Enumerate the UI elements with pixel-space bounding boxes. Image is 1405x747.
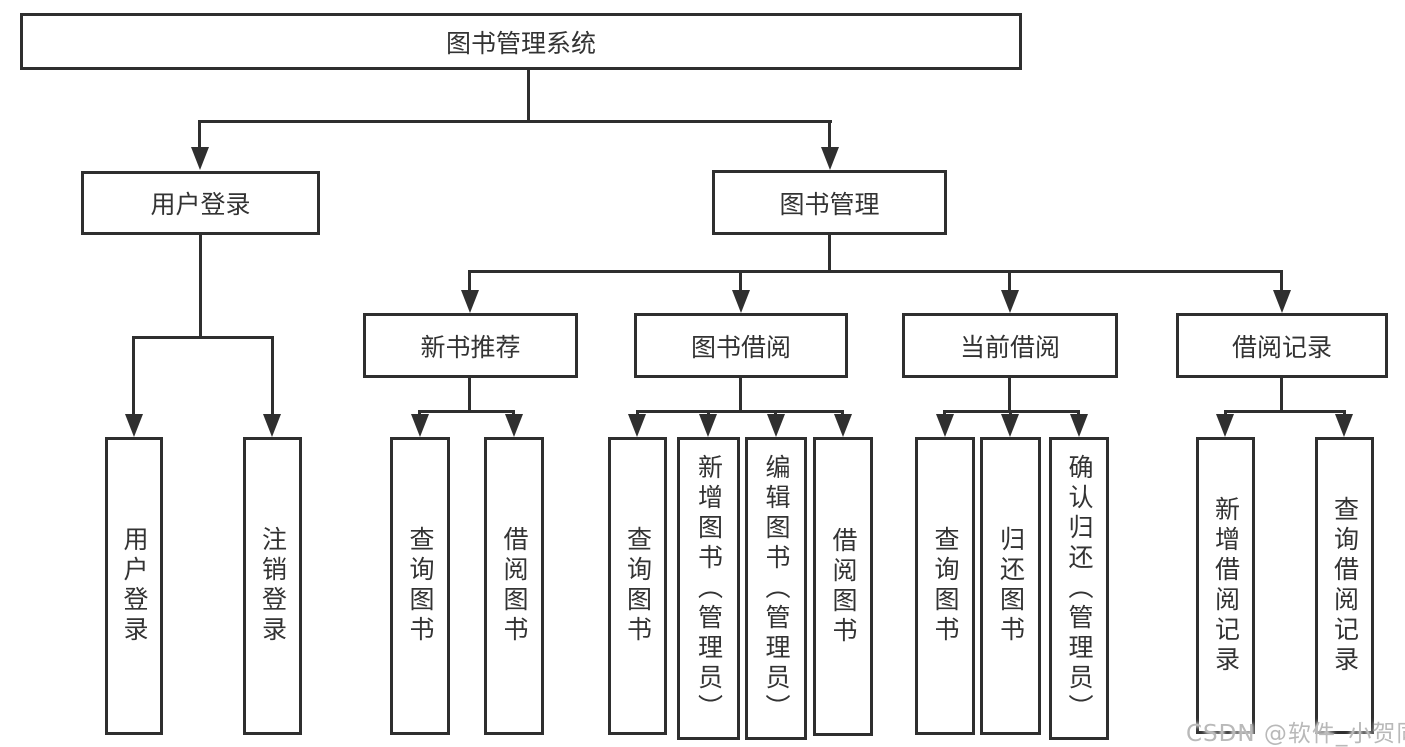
node-label: 查询借阅记录 xyxy=(1330,495,1360,676)
node-book-management: 图书管理 xyxy=(712,170,947,235)
node-label: 查询图书 xyxy=(406,526,435,646)
leaf-return-books: 归还图书 xyxy=(980,437,1041,735)
node-label: 图书管理系统 xyxy=(445,28,596,58)
connector-line xyxy=(132,336,274,339)
connector-line xyxy=(739,270,742,292)
node-current-borrowing: 当前借阅 xyxy=(902,313,1118,378)
node-label: 借阅图书 xyxy=(500,526,529,646)
leaf-query-books-recommend: 查询图书 xyxy=(390,437,450,735)
node-label: 借阅记录 xyxy=(1231,332,1332,362)
node-book-borrowing: 图书借阅 xyxy=(634,313,848,378)
connector-line xyxy=(198,120,201,150)
arrow-down-icon xyxy=(411,414,429,437)
leaf-add-borrow-record: 新增借阅记录 xyxy=(1196,437,1255,734)
leaf-logout: 注销登录 xyxy=(243,437,302,735)
connector-line xyxy=(828,120,831,150)
connector-line xyxy=(468,270,1283,273)
connector-line xyxy=(1224,410,1346,413)
leaf-user-login: 用户登录 xyxy=(105,437,163,735)
leaf-add-book-admin: 新增图书（管理员） xyxy=(677,437,740,740)
node-label: 用户登录 xyxy=(120,526,149,646)
node-label: 确认归还（管理员） xyxy=(1065,453,1094,724)
arrow-down-icon xyxy=(628,414,646,437)
node-library-system: 图书管理系统 xyxy=(20,13,1022,70)
arrow-down-icon xyxy=(505,414,523,437)
node-new-book-recommendation: 新书推荐 xyxy=(363,313,578,378)
arrow-down-icon xyxy=(732,290,750,313)
connector-line xyxy=(468,270,471,292)
connector-line xyxy=(636,410,844,413)
node-borrowing-records: 借阅记录 xyxy=(1176,313,1388,378)
connector-line xyxy=(828,235,831,272)
arrow-down-icon xyxy=(767,414,785,437)
leaf-edit-book-admin: 编辑图书（管理员） xyxy=(745,437,807,740)
node-user-login: 用户登录 xyxy=(81,171,320,235)
connector-line xyxy=(271,336,274,417)
connector-line xyxy=(468,378,471,412)
arrow-down-icon xyxy=(1001,290,1019,313)
node-label: 新书推荐 xyxy=(420,332,521,362)
arrow-down-icon xyxy=(125,414,143,437)
leaf-confirm-return-admin: 确认归还（管理员） xyxy=(1049,437,1109,740)
arrow-down-icon xyxy=(1070,414,1088,437)
arrow-down-icon xyxy=(1001,414,1019,437)
node-label: 用户登录 xyxy=(150,190,251,219)
connector-line xyxy=(1280,378,1283,412)
node-label: 编辑图书（管理员） xyxy=(762,453,791,724)
connector-line xyxy=(1280,270,1283,292)
node-label: 归还图书 xyxy=(996,526,1026,646)
node-label: 新增借阅记录 xyxy=(1211,495,1241,676)
leaf-query-borrow-record: 查询借阅记录 xyxy=(1315,437,1374,734)
arrow-down-icon xyxy=(1335,414,1353,437)
node-label: 当前借阅 xyxy=(959,332,1060,362)
node-label: 查询图书 xyxy=(931,526,960,646)
node-label: 注销登录 xyxy=(258,526,288,646)
connector-line xyxy=(198,120,832,123)
connector-line xyxy=(1008,378,1011,412)
arrow-down-icon xyxy=(1273,290,1291,313)
connector-line xyxy=(739,378,742,412)
leaf-borrow-books-recommend: 借阅图书 xyxy=(484,437,544,735)
arrow-down-icon xyxy=(461,290,479,313)
arrow-down-icon xyxy=(263,414,281,437)
leaf-query-books-current: 查询图书 xyxy=(915,437,975,735)
node-label: 查询图书 xyxy=(623,526,653,646)
arrow-down-icon xyxy=(821,147,839,170)
arrow-down-icon xyxy=(936,414,954,437)
connector-line xyxy=(527,68,530,123)
leaf-query-books-borrowing: 查询图书 xyxy=(608,437,667,735)
node-label: 借阅图书 xyxy=(829,526,858,647)
arrow-down-icon xyxy=(191,147,209,170)
connector-line xyxy=(1008,270,1011,292)
connector-line xyxy=(132,336,135,417)
arrow-down-icon xyxy=(699,414,717,437)
arrow-down-icon xyxy=(834,414,852,437)
connector-line xyxy=(418,410,515,413)
leaf-borrow-books-borrowing: 借阅图书 xyxy=(813,437,873,736)
connector-line xyxy=(199,235,202,338)
node-label: 新增图书（管理员） xyxy=(694,453,724,724)
node-label: 图书借阅 xyxy=(690,332,791,362)
csdn-watermark: CSDN @软件_小贺同学 xyxy=(1186,721,1405,747)
arrow-down-icon xyxy=(1216,414,1234,437)
node-label: 图书管理 xyxy=(779,189,880,219)
